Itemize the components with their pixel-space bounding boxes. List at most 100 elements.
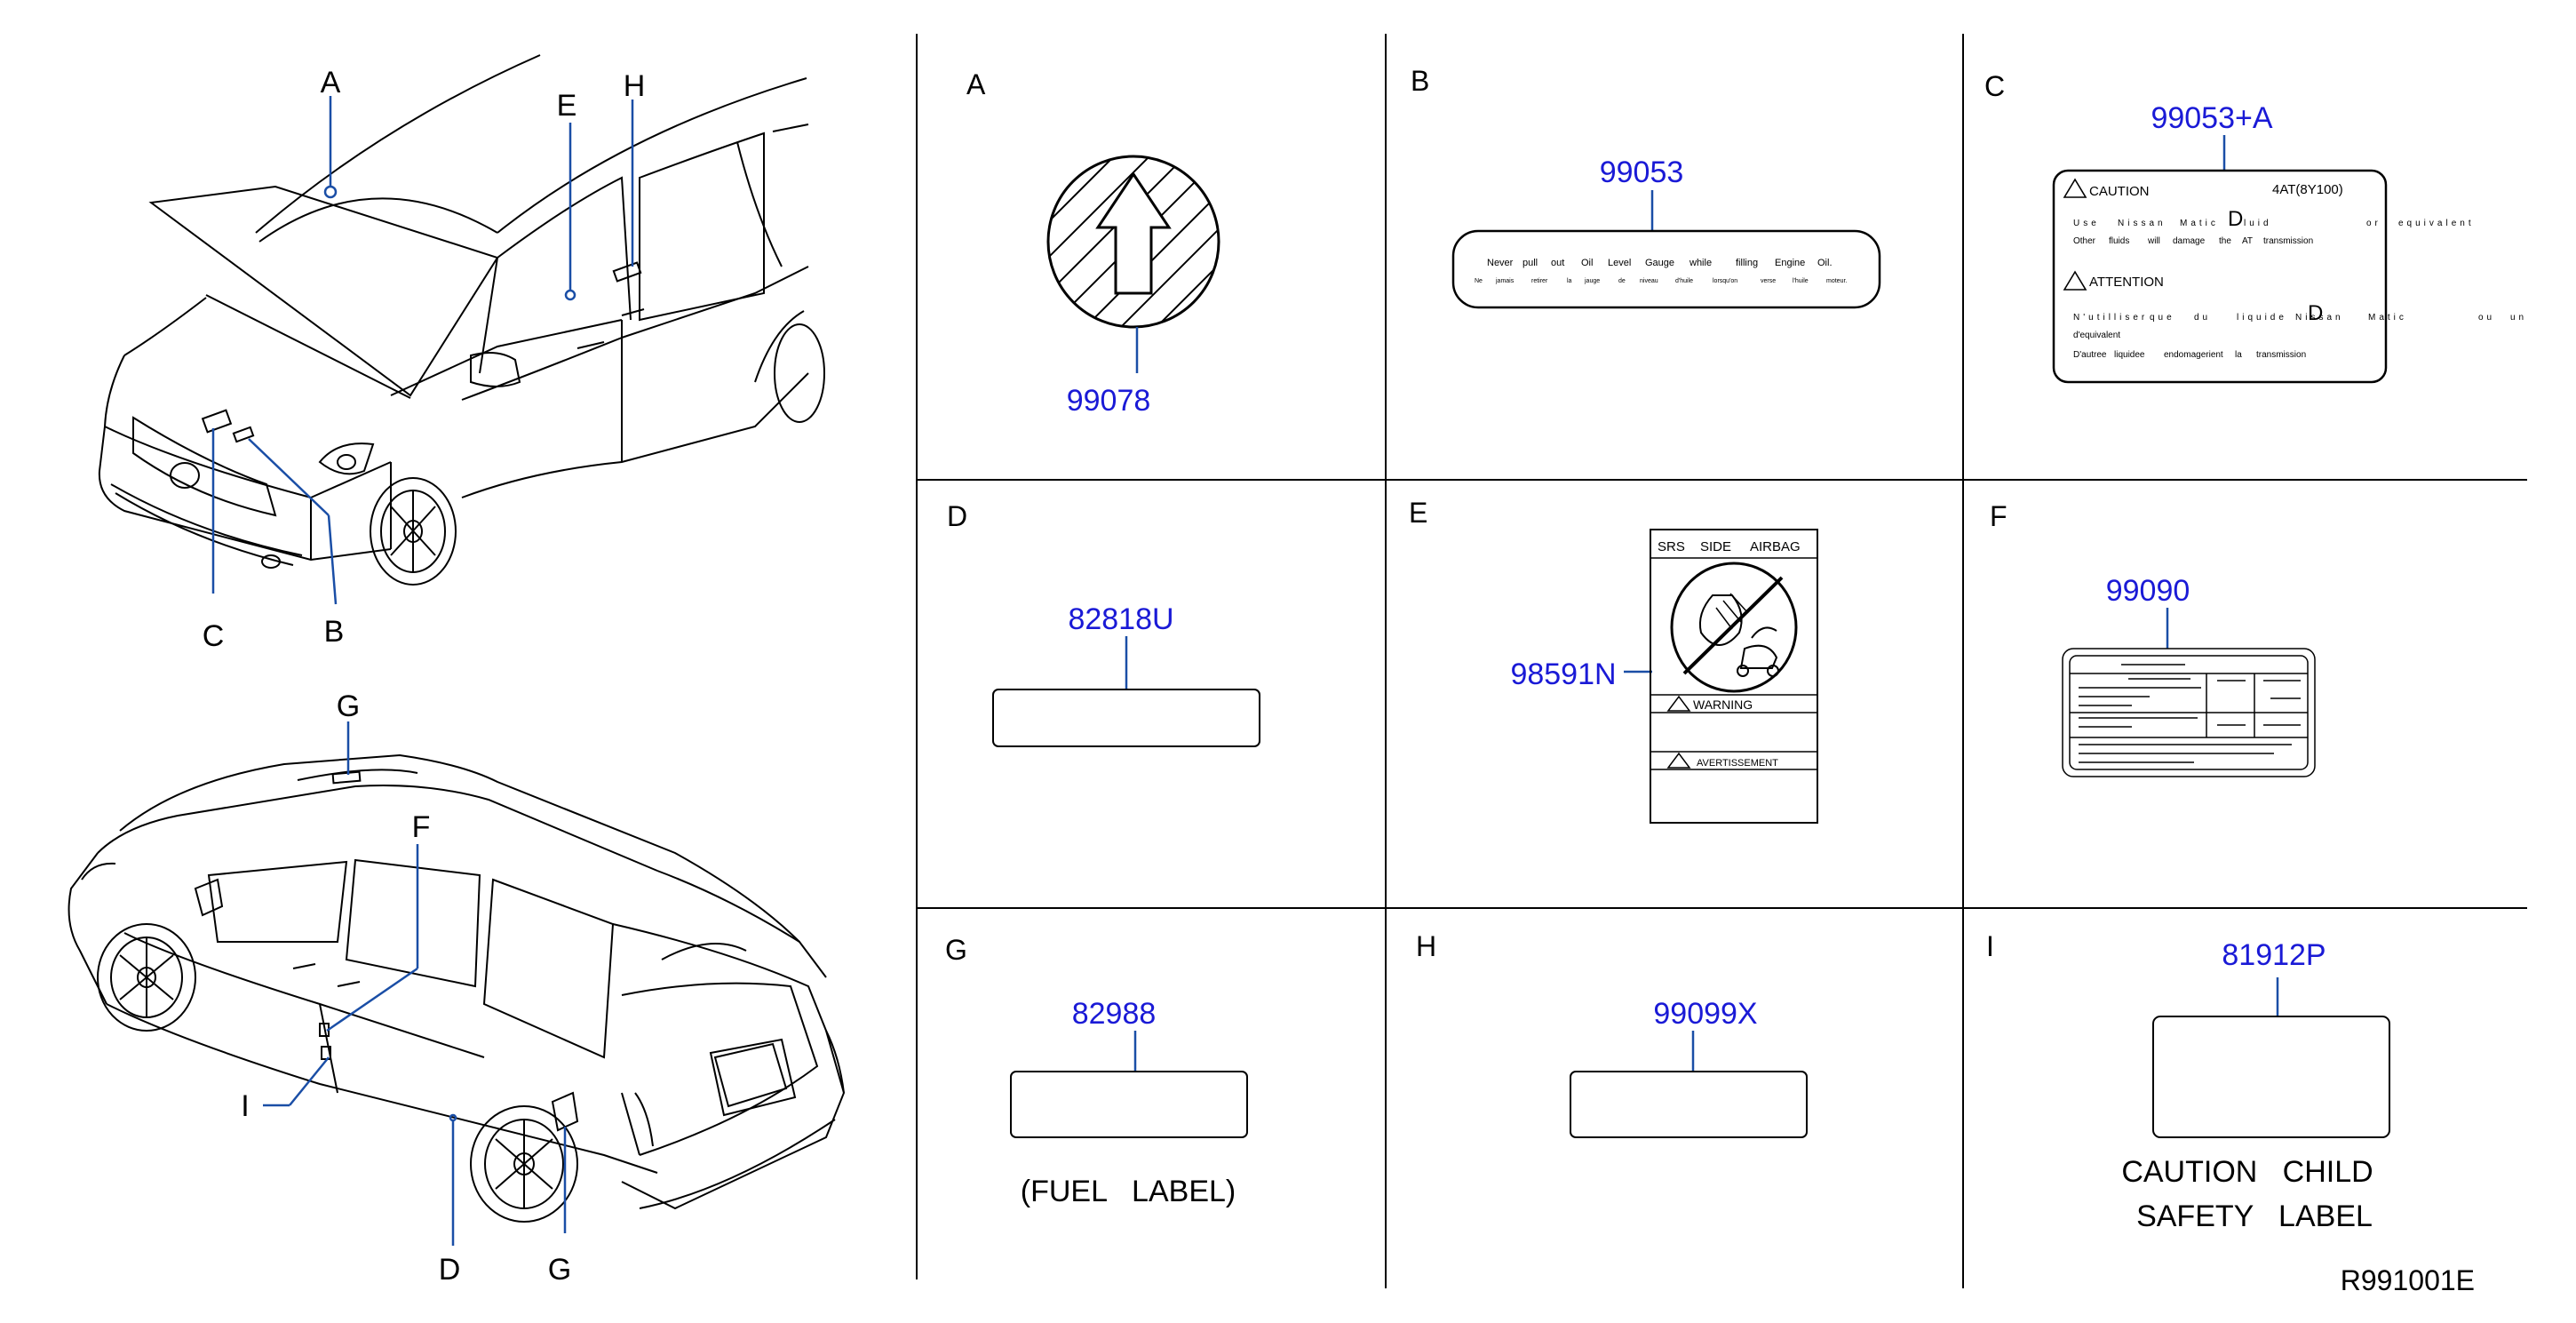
svg-text:fluids: fluids (2109, 236, 2129, 246)
cell-letter: I (1986, 930, 1994, 962)
svg-text:Oil.: Oil. (1817, 258, 1833, 268)
part-number: 99090 (2106, 574, 2190, 608)
attention-heading: ATTENTION (2089, 275, 2164, 290)
svg-text:transmission: transmission (2263, 236, 2313, 246)
svg-text:la: la (1567, 278, 1572, 284)
cell-letter: B (1411, 65, 1429, 97)
label-text-en: Never pull out Oil Level Gauge while fil… (1487, 258, 1833, 268)
svg-text:niveau: niveau (1640, 278, 1658, 284)
part-number: 99053 (1600, 155, 1684, 189)
callout-f: F (412, 810, 431, 844)
callout-b: B (324, 615, 345, 649)
part-number: 99053+A (2151, 101, 2272, 135)
callout-c: C (203, 619, 225, 653)
label-text-fr: Ne jamais retirer la jauge de niveau d'h… (1475, 278, 1847, 284)
svg-text:SRS: SRS (1658, 539, 1685, 554)
svg-text:while: while (1689, 258, 1712, 268)
cell-letter: D (947, 500, 967, 532)
svg-text:Gauge: Gauge (1645, 258, 1674, 268)
label-outline (1010, 1071, 1248, 1138)
attention-text: N'utilliser que du liquide Nissan Matic … (2073, 301, 2527, 360)
warning-triangle-icon (1666, 695, 1691, 712)
cell-a: A 99078 (966, 68, 1220, 418)
svg-text:Ne: Ne (1475, 278, 1483, 284)
cell-letter: A (966, 68, 986, 100)
svg-text:the: the (2219, 236, 2231, 246)
vehicle-rear-view (68, 753, 846, 1223)
svg-text:Other: Other (2073, 236, 2096, 246)
svg-text:out: out (1551, 258, 1564, 268)
no-child-seat-icon (1670, 562, 1798, 693)
cell-letter: E (1409, 497, 1427, 529)
callout-leaders-upper (211, 96, 634, 605)
cell-letter: F (1990, 500, 2008, 532)
callout-labels-lower: G F I D G (241, 689, 571, 1287)
svg-text:AIRBAG: AIRBAG (1750, 539, 1801, 554)
svg-text:que: que (2150, 313, 2175, 323)
callout-i: I (241, 1089, 249, 1123)
svg-text:filling: filling (1736, 258, 1758, 268)
svg-text:AT: AT (2242, 236, 2253, 246)
label-caption-line2: SAFETY LABEL (2136, 1199, 2373, 1233)
svg-text:transmission: transmission (2256, 350, 2306, 360)
label-outline (2052, 169, 2388, 384)
cell-b: B 99053 Never pull out Oil Level Gauge w… (1411, 65, 1881, 309)
callout-leaders-lower (263, 721, 567, 1246)
callout-d: D (439, 1253, 461, 1287)
svg-text:endomagerient: endomagerient (2164, 350, 2223, 360)
svg-text:equivalent: equivalent (2398, 219, 2475, 228)
svg-text:verse: verse (1761, 278, 1776, 284)
svg-text:ou: ou (2478, 313, 2495, 323)
callout-labels-upper: A E H C B (203, 66, 646, 653)
cell-g: G 82988 (FUEL LABEL) (945, 934, 1248, 1208)
diagram-id: R991001E (2341, 1264, 2475, 1296)
cell-letter: H (1416, 930, 1436, 962)
part-number: 82988 (1072, 997, 1157, 1031)
svg-text:damage: damage (2173, 236, 2206, 246)
airbag-header: SRS SIDE AIRBAG (1658, 539, 1801, 554)
warning-triangle-icon (2063, 178, 2087, 198)
part-number: 98591N (1510, 658, 1616, 691)
cell-e: E 98591N SRS SIDE AIRBAG WARNING AVERTIS… (1409, 497, 1818, 824)
cell-letter: G (945, 934, 967, 966)
svg-text:de: de (1618, 278, 1626, 284)
svg-text:du: du (2194, 313, 2211, 323)
callout-g-fuel: G (548, 1253, 571, 1287)
svg-text:SIDE: SIDE (1700, 539, 1731, 554)
svg-text:Use: Use (2073, 219, 2100, 228)
svg-text:la: la (2235, 350, 2242, 360)
caution-text: Use Nissan Matic D luid or equivalent (2073, 207, 2475, 231)
svg-text:d'equivalent: d'equivalent (2073, 331, 2120, 340)
svg-text:N'utilliser: N'utilliser (2073, 313, 2148, 323)
part-number: 99099X (1653, 997, 1757, 1031)
cell-f: F 99090 (1990, 500, 2316, 777)
callout-h: H (624, 69, 646, 103)
part-number: 82818U (1068, 602, 1173, 636)
svg-text:un: un (2510, 313, 2527, 323)
callout-e: E (557, 89, 577, 123)
label-outline (2152, 1016, 2390, 1138)
svg-text:Level: Level (1608, 258, 1631, 268)
avert-heading: AVERTISSEMENT (1697, 758, 1778, 769)
cell-grid (916, 34, 2527, 1288)
svg-text:Matic: Matic (2368, 313, 2407, 323)
svg-text:jauge: jauge (1584, 278, 1600, 284)
svg-text:Engine: Engine (1775, 258, 1805, 268)
spec-label (2062, 648, 2316, 777)
svg-text:lorsqu'on: lorsqu'on (1713, 278, 1737, 284)
svg-text:Nissan: Nissan (2295, 313, 2344, 323)
svg-text:liquidee: liquidee (2114, 350, 2145, 360)
cell-i: I 81912P CAUTION CHILD SAFETY LABEL (1986, 930, 2390, 1233)
svg-text:or: or (2366, 219, 2381, 228)
svg-text:D: D (2308, 301, 2323, 325)
callout-g-roof: G (337, 689, 360, 723)
cell-letter: C (1984, 70, 2005, 102)
label-outline (992, 689, 1260, 747)
label-caption: (FUEL LABEL) (1021, 1175, 1236, 1208)
part-number: 99078 (1067, 384, 1151, 418)
up-arrow-icon (1095, 171, 1172, 295)
cell-d: D 82818U (947, 500, 1260, 747)
warning-heading: WARNING (1693, 697, 1753, 712)
svg-text:liquide: liquide (2237, 313, 2287, 323)
svg-text:luid: luid (2244, 219, 2272, 228)
